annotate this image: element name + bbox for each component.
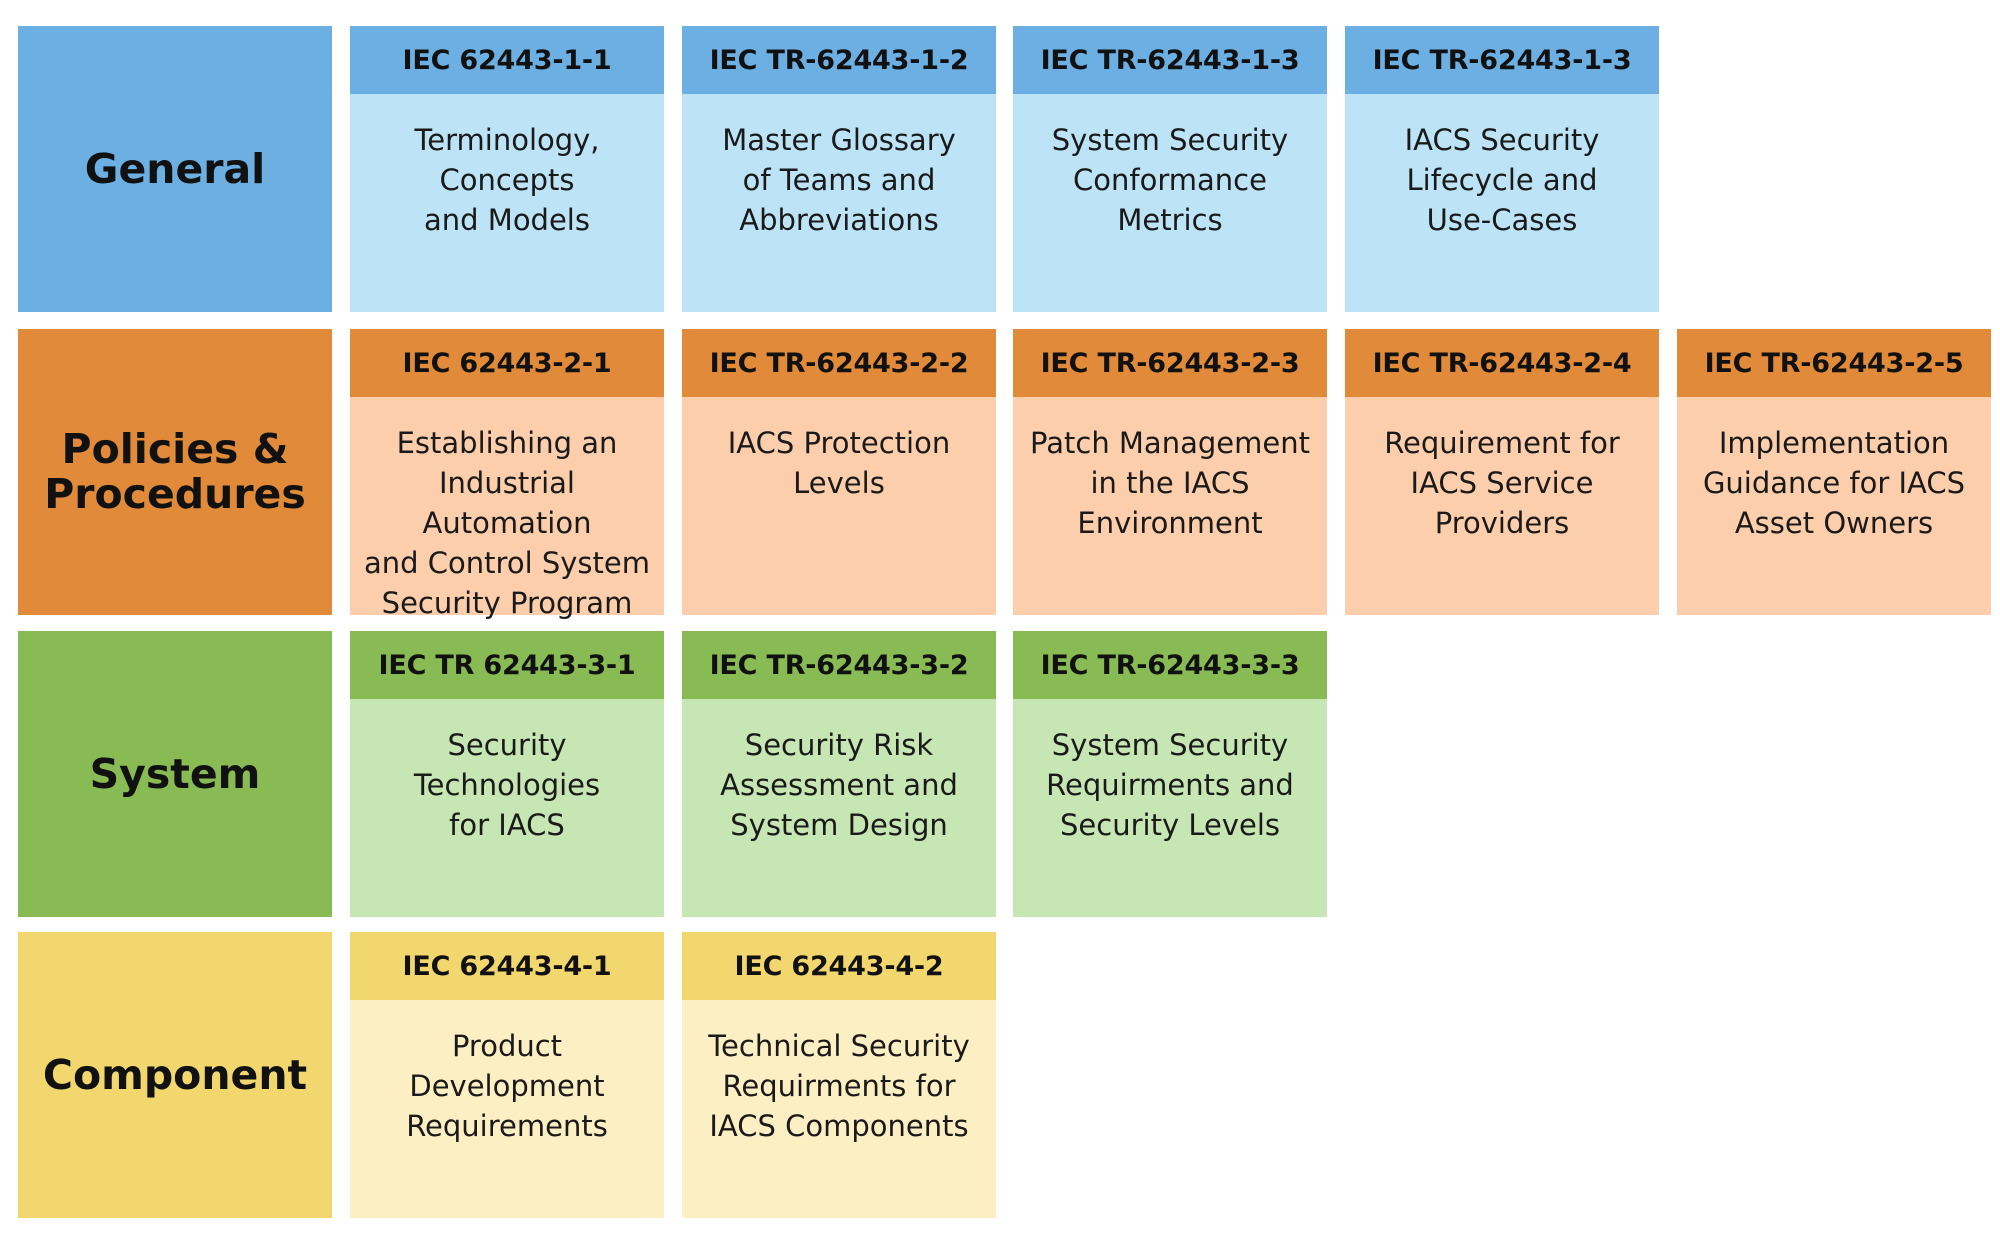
standard-title: System Security Conformance Metrics	[1051, 123, 1289, 237]
standard-title: IACS Security Lifecycle and Use-Cases	[1404, 123, 1600, 237]
standard-code: IEC TR-62443-2-3	[1013, 329, 1327, 397]
standard-code: IEC TR-62443-2-2	[682, 329, 996, 397]
row-label-system: System	[18, 631, 332, 917]
standard-title: Terminology, Concepts and Models	[414, 123, 600, 237]
standard-code: IEC 62443-4-1	[350, 932, 664, 1000]
standard-title: Establishing an Industrial Automation an…	[364, 426, 650, 620]
row-label-general: General	[18, 26, 332, 312]
standard-title: Master Glossary of Teams and Abbreviatio…	[722, 123, 956, 237]
standard-title: Requirement for IACS Service Providers	[1384, 426, 1620, 540]
standard-code: IEC 62443-1-1	[350, 26, 664, 94]
standard-title: Implementation Guidance for IACS Asset O…	[1702, 426, 1966, 540]
standard-code: IEC TR-62443-1-2	[682, 26, 996, 94]
standard-title: IACS Protection Levels	[727, 426, 951, 500]
standard-code: IEC TR-62443-2-5	[1677, 329, 1991, 397]
standard-title: Security Risk Assessment and System Desi…	[720, 728, 958, 842]
row-label-text: General	[84, 144, 266, 193]
standard-code: IEC TR-62443-1-3	[1345, 26, 1659, 94]
standard-code: IEC 62443-2-1	[350, 329, 664, 397]
row-label-policies: Policies & Procedures	[18, 329, 332, 615]
row-label-text: Component	[42, 1050, 308, 1099]
row-label-text: Policies & Procedures	[44, 425, 306, 518]
standard-title: Technical Security Requirments for IACS …	[708, 1029, 970, 1143]
standard-title: Product Development Requirements	[406, 1029, 608, 1143]
standard-code: IEC TR 62443-3-1	[350, 631, 664, 699]
row-label-component: Component	[18, 932, 332, 1218]
standard-title: Patch Management in the IACS Environment	[1030, 426, 1310, 540]
row-label-text: System	[89, 749, 261, 798]
standard-title: Security Technologies for IACS	[413, 728, 601, 842]
standard-code: IEC TR-62443-3-3	[1013, 631, 1327, 699]
standard-code: IEC TR-62443-3-2	[682, 631, 996, 699]
standard-title: System Security Requirments and Security…	[1046, 728, 1294, 842]
standard-code: IEC TR-62443-1-3	[1013, 26, 1327, 94]
standard-code: IEC TR-62443-2-4	[1345, 329, 1659, 397]
standard-code: IEC 62443-4-2	[682, 932, 996, 1000]
